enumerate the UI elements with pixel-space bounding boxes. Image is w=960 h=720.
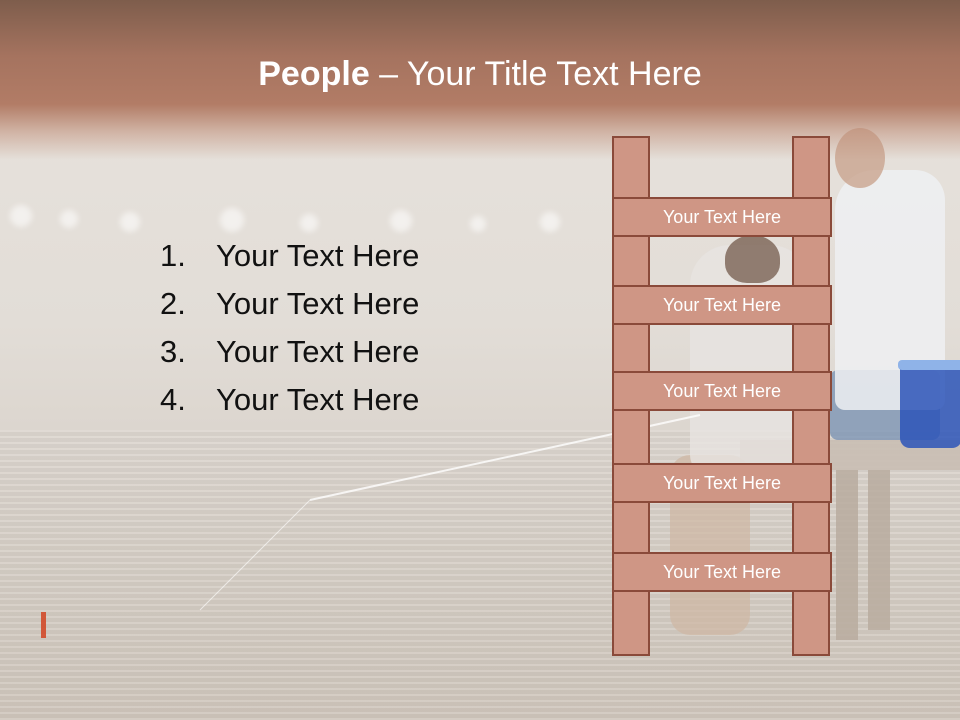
ladder-rung[interactable]: Your Text Here	[612, 371, 832, 411]
bucket-rim	[898, 360, 960, 370]
bokeh-light	[470, 216, 486, 232]
title-bold-word: People	[258, 55, 370, 93]
dock-post	[836, 470, 858, 640]
bokeh-light	[120, 212, 140, 232]
list-item: 2. Your Text Here	[160, 280, 419, 328]
list-text: Your Text Here	[216, 286, 420, 321]
bokeh-light	[300, 214, 318, 232]
ladder-rung[interactable]: Your Text Here	[612, 285, 832, 325]
ladder-rung[interactable]: Your Text Here	[612, 463, 832, 503]
bokeh-light	[540, 212, 560, 232]
bokeh-light	[10, 205, 32, 227]
man-figure	[835, 170, 945, 410]
list-text: Your Text Here	[216, 334, 420, 369]
ladder-rung[interactable]: Your Text Here	[612, 197, 832, 237]
list-item: 4. Your Text Here	[160, 376, 419, 424]
list-text: Your Text Here	[216, 238, 420, 273]
man-figure-legs	[830, 370, 940, 440]
list-number: 1.	[160, 238, 186, 273]
slide-title[interactable]: People – Your Title Text Here	[0, 55, 960, 94]
bokeh-light	[390, 210, 412, 232]
ladder-rung[interactable]: Your Text Here	[612, 552, 832, 592]
list-text: Your Text Here	[216, 382, 420, 417]
dock-post	[868, 470, 890, 630]
boy-figure-head	[725, 235, 780, 283]
numbered-list[interactable]: 1. Your Text Here 2. Your Text Here 3. Your…	[160, 232, 419, 424]
list-item: 1. Your Text Here	[160, 232, 419, 280]
list-number: 3.	[160, 334, 186, 369]
list-number: 2.	[160, 286, 186, 321]
bokeh-light	[60, 210, 78, 228]
title-rest: – Your Title Text Here	[369, 55, 702, 93]
bokeh-light	[220, 208, 244, 232]
title-band	[0, 0, 960, 160]
list-item: 3. Your Text Here	[160, 328, 419, 376]
bucket	[900, 362, 960, 448]
list-number: 4.	[160, 382, 186, 417]
